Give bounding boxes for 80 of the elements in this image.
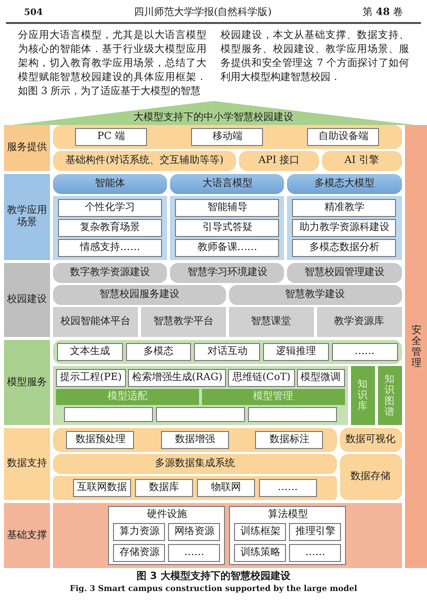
resource-box: 推理引擎: [289, 523, 342, 541]
scenario-box: 复杂教育场景: [58, 219, 162, 237]
construction-pill: 数字教学资源建设: [53, 263, 168, 283]
platform-box: 智慧课堂: [228, 307, 314, 337]
volume-label: 第 48 卷: [362, 6, 403, 20]
security-column: 安全管理: [404, 125, 427, 568]
platform-box: 校园智能体平台: [53, 307, 138, 337]
technique-box: 提示工程(PE): [56, 369, 126, 387]
service-pill: API 接口: [239, 151, 319, 171]
resource-box: 存储资源: [113, 544, 166, 562]
layer-label: 教学应用场景: [4, 174, 50, 260]
technique-box: 检索增强生成(RAG): [128, 369, 226, 387]
infrastructure-box: [108, 506, 226, 565]
model-pill: 多模态大模型: [287, 174, 402, 194]
roof-banner: 大模型支持下的中小学智慧校园建设: [12, 101, 415, 125]
source-box: 互联网数据: [72, 479, 131, 497]
data-box: 数据增强: [160, 431, 229, 449]
channel-box: 移动端: [191, 128, 264, 146]
channel-box: 自助设备端: [307, 128, 380, 146]
technique-box: 模型微调: [296, 369, 345, 387]
layer-label: 模型服务: [4, 340, 50, 425]
blank-box: [248, 407, 337, 422]
model-pill: 智能体: [53, 174, 168, 194]
construction-pill: 智慧校园管理建设: [287, 263, 402, 283]
capability-box: 多模态: [126, 343, 192, 361]
figure-caption: 图 3 大模型支持下的智慧校园建设: [136, 571, 290, 583]
resource-box: 网络资源: [168, 523, 220, 541]
platform-box: 教学资源库: [316, 307, 402, 337]
platform-box: 智慧教学平台: [140, 307, 226, 337]
construction-pill: 智慧学习环境建设: [170, 263, 284, 283]
management-bar: 模型管理: [202, 389, 345, 405]
visualization-pill: 数据可视化: [340, 428, 402, 452]
scenario-box: 情感支持……: [58, 239, 162, 257]
blank-box: [156, 407, 245, 422]
management-bar: 模型适配: [56, 389, 199, 405]
capability-box: 对话互动: [194, 343, 260, 361]
resource-box: ……: [289, 544, 342, 562]
knowledge-column: 知识库: [350, 366, 375, 425]
source-box: 数据库: [134, 479, 193, 497]
scenario-box: 精准教学: [292, 199, 396, 217]
blank-box: [64, 407, 153, 422]
scenario-box: 助力教学资源科建设: [292, 219, 396, 237]
scenario-box: 教师备课……: [175, 239, 280, 257]
resource-box: 算力资源: [113, 523, 166, 541]
resource-box: ……: [168, 544, 220, 562]
resource-box: 训练框架: [234, 523, 286, 541]
construction-pill: 智慧校园服务建设: [53, 285, 226, 305]
technique-box: 思维链(CoT): [228, 369, 295, 387]
resource-box: 训练策略: [234, 544, 286, 562]
layer-label: 基础支撑: [4, 503, 50, 568]
layer-label: 数据支持: [4, 428, 50, 500]
capability-box: ……: [332, 343, 398, 361]
source-box: 物联网: [196, 479, 255, 497]
service-pill: AI 引擎: [322, 151, 402, 171]
source-box: ……: [258, 479, 317, 497]
group-heading: 算法模型: [268, 509, 308, 521]
integration-pill: 多源数据集成系统: [53, 454, 337, 474]
data-box: 数据标注: [255, 431, 324, 449]
infrastructure-box: [229, 506, 346, 565]
storage-pill: 数据存储: [340, 454, 402, 500]
capability-box: 逻辑推理: [263, 343, 329, 361]
scenario-box: 多模态数据分析: [292, 239, 396, 257]
figure-caption-english: Fig. 3 Smart campus construction supported by the large model: [70, 583, 358, 593]
page-number: 504: [24, 6, 43, 20]
layer-label: 校园建设: [4, 263, 50, 337]
service-pill: 基础构件(对话系统、交互辅助等等): [53, 151, 236, 171]
scenario-box: 引导式答疑: [175, 219, 280, 237]
data-box: 数据预处理: [66, 431, 134, 449]
body-paragraph: 分应用大语言模型，尤其是以大语言模型为核心的智能体．基于行业级大模型应用架构，切入教育教学应用场景，总结了大模型赋能智慧校园建设的具体应用框架．如图 3 所示，为了适应基于大模型的智慧: [18, 29, 206, 99]
construction-pill: 智慧教学建设: [228, 285, 402, 305]
scenario-box: 智能辅导: [175, 199, 280, 217]
knowledge-column: 知识图谱: [378, 366, 402, 425]
layer-label: 服务提供: [4, 125, 50, 171]
journal-name: 四川师范大学学报(自然科学版): [134, 6, 272, 20]
group-heading: 硬件设施: [146, 509, 187, 521]
scenario-box: 个性化学习: [58, 199, 162, 217]
body-paragraph: 校园建设，本文从基础支撑、数据支持、模型服务、校园建设、教学应用场景、服务提供和安全管理这 7 个方面探讨了如何利用大模型构建智慧校园．: [220, 29, 409, 85]
model-pill: 大语言模型: [170, 174, 284, 194]
capability-box: 文本生成: [57, 343, 123, 361]
channel-box: PC 端: [75, 128, 148, 146]
